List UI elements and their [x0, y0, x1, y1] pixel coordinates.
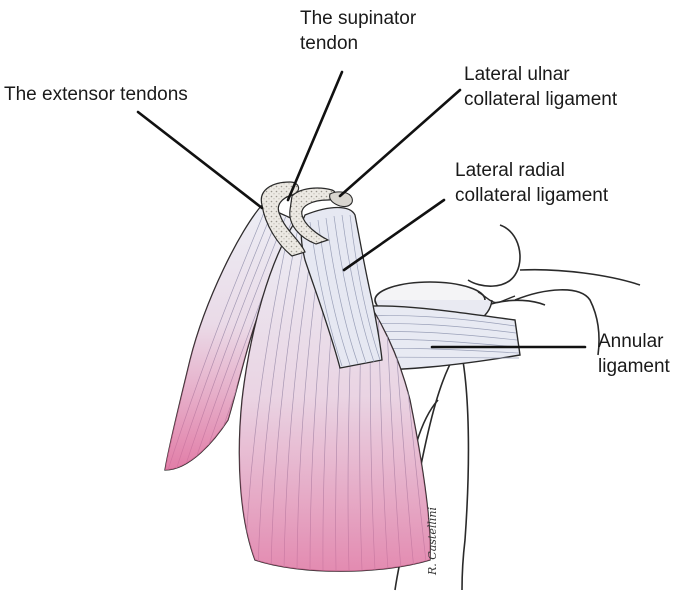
label-annular-ligament: Annular ligament	[598, 331, 670, 377]
leader-lucl	[338, 88, 462, 198]
leader-supinator	[286, 70, 344, 202]
leader-lines	[136, 70, 587, 349]
label-supinator-tendon: The supinator tendon	[300, 8, 417, 54]
label-lateral-ulnar-collateral-ligament: Lateral ulnar collateral ligament	[464, 64, 618, 110]
artist-signature: R. Castellini	[426, 507, 439, 575]
tendon-origin-cut	[260, 181, 353, 257]
label-extensor-tendons: The extensor tendons	[4, 84, 188, 105]
extensor-muscle-main	[238, 221, 431, 572]
label-lateral-radial-collateral-ligament: Lateral radial collateral ligament	[455, 160, 609, 206]
leader-lrcl	[342, 198, 446, 272]
leader-extensor	[136, 110, 264, 210]
